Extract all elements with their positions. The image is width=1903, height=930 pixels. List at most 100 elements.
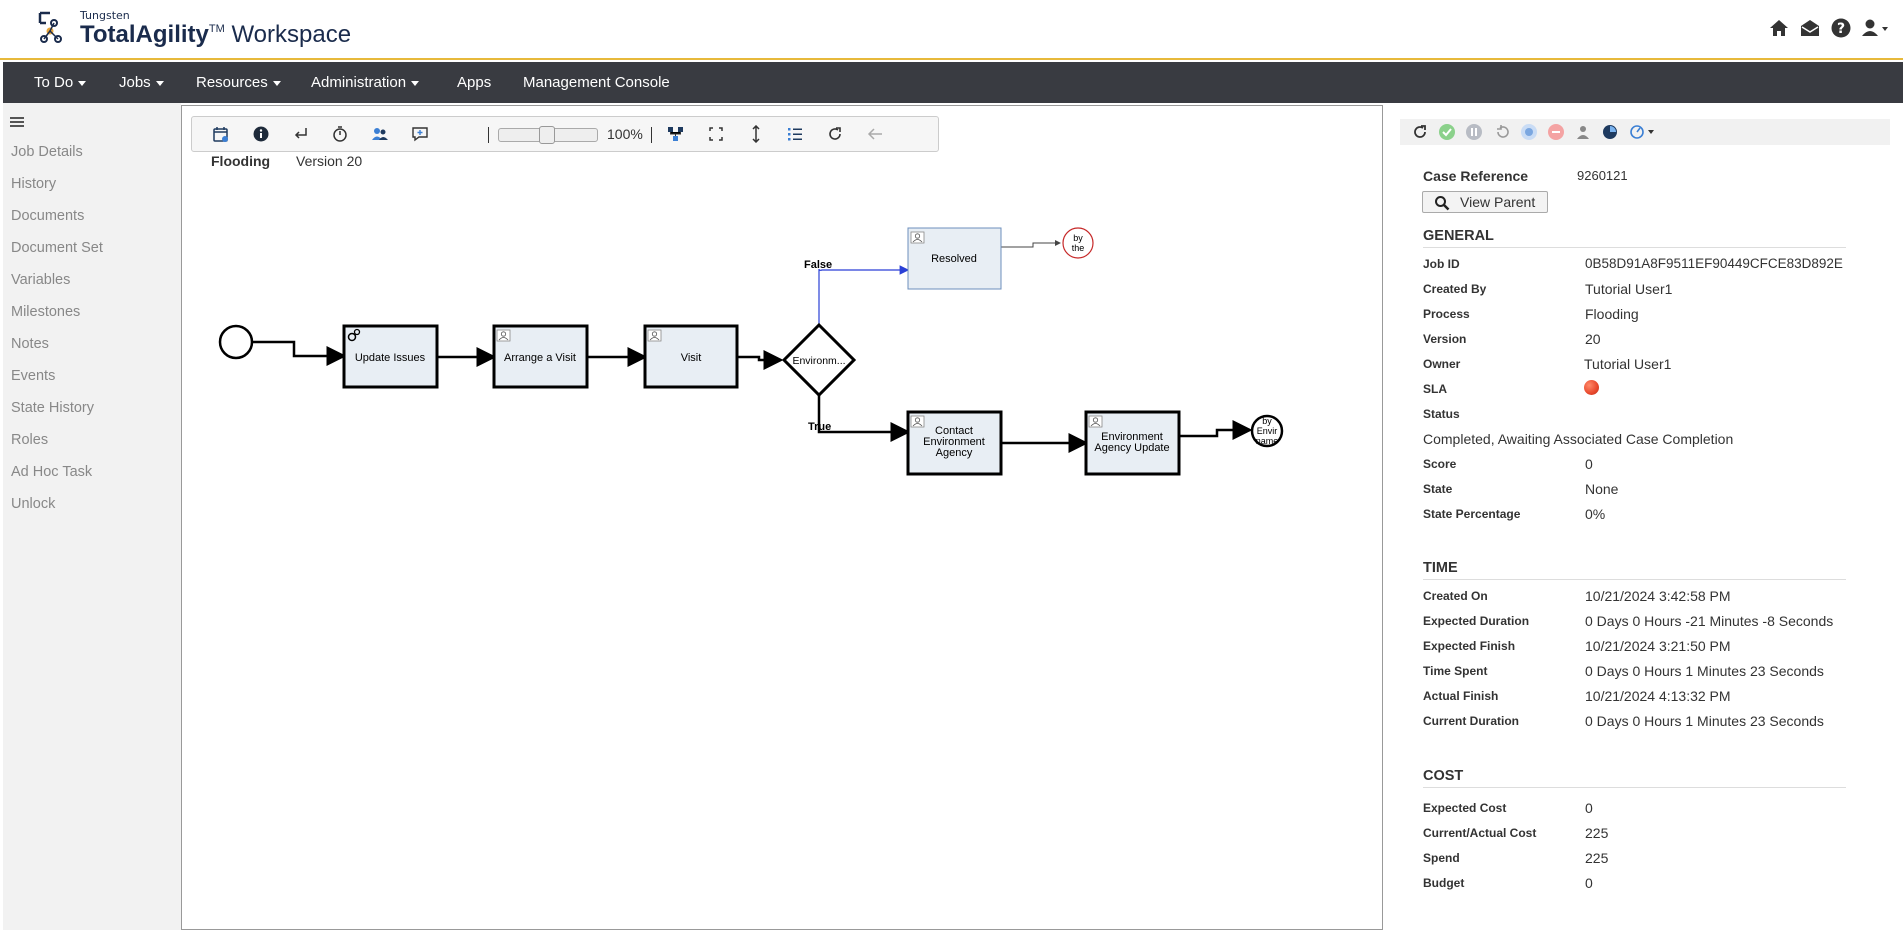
activity-label: Resolved — [931, 253, 977, 265]
end-event-environment-agency[interactable]: by Envir name — [1250, 414, 1284, 448]
more-actions-icon[interactable] — [1629, 124, 1659, 140]
pause-icon[interactable] — [1466, 124, 1482, 140]
logo-tm: TM — [208, 23, 225, 35]
section-divider — [1423, 579, 1846, 580]
case-reference-label: Case Reference — [1423, 168, 1529, 184]
sidebar-item-job-details[interactable]: Job Details — [11, 144, 83, 160]
chevron-down-icon — [272, 80, 281, 86]
sla-status-indicator — [1584, 380, 1599, 395]
sidebar-item-document-set[interactable]: Document Set — [11, 240, 103, 256]
gateway-label: Environm... — [792, 355, 845, 367]
activity-label: Environment — [923, 436, 985, 448]
activity-environment-agency-update[interactable]: Environment Agency Update — [1084, 410, 1181, 476]
nav-apps[interactable]: Apps — [457, 74, 492, 91]
cancel-icon[interactable] — [1548, 124, 1564, 140]
sidebar-item-history[interactable]: History — [11, 176, 57, 192]
activity-update-issues[interactable]: Update Issues — [342, 324, 439, 389]
decision-gateway[interactable]: Environm... — [781, 322, 857, 398]
activity-label: Contact — [935, 425, 973, 437]
expected-cost-label: Expected Cost — [1423, 801, 1507, 815]
time-spent-value: 0 Days 0 Hours 1 Minutes 23 Seconds — [1585, 663, 1824, 679]
sidebar-item-unlock[interactable]: Unlock — [11, 496, 56, 512]
activity-label: Visit — [681, 352, 702, 364]
activity-contact-environment-agency[interactable]: Contact Environment Agency — [906, 410, 1003, 476]
job-id-value: 0B58D91A8F9511EF90449CFCE83D892E — [1585, 256, 1843, 271]
refresh-icon[interactable] — [1412, 124, 1428, 140]
undo-icon[interactable] — [1494, 124, 1510, 140]
list-icon[interactable] — [786, 125, 804, 143]
section-divider — [1423, 247, 1846, 248]
state-label: State — [1423, 482, 1453, 496]
sidebar-item-roles[interactable]: Roles — [11, 432, 49, 448]
activity-visit[interactable]: Visit — [643, 324, 739, 389]
toolbar-divider — [651, 127, 652, 143]
help-icon[interactable]: ? — [1831, 18, 1851, 38]
actual-finish-value: 10/21/2024 4:13:32 PM — [1585, 688, 1731, 704]
sidebar-item-variables[interactable]: Variables — [11, 272, 71, 288]
user-task-icon — [1088, 415, 1103, 428]
sidebar-item-notes[interactable]: Notes — [11, 336, 49, 352]
cost-section-title: COST — [1423, 768, 1464, 784]
complete-icon[interactable] — [1439, 124, 1455, 140]
created-on-label: Created On — [1423, 589, 1488, 603]
state-value: None — [1585, 481, 1619, 497]
zoom-slider-handle[interactable] — [539, 126, 555, 144]
zoom-slider[interactable] — [498, 126, 598, 144]
timer-icon[interactable] — [331, 125, 349, 143]
chevron-down-icon — [78, 80, 87, 86]
end-label-line1: by — [1073, 233, 1083, 243]
nav-administration-label: Administration — [311, 74, 407, 91]
search-icon — [1435, 196, 1450, 211]
logo-brand: TotalAgility — [80, 21, 209, 48]
nav-administration[interactable]: Administration — [311, 74, 420, 91]
fullscreen-icon[interactable] — [707, 125, 725, 143]
user-task-icon — [647, 329, 662, 342]
end-label-line1: by — [1262, 416, 1272, 426]
vertical-resize-icon[interactable] — [747, 125, 765, 143]
hamburger-menu-icon[interactable] — [10, 117, 24, 129]
budget-label: Budget — [1423, 876, 1465, 890]
return-icon[interactable] — [292, 125, 310, 143]
sidebar-item-documents[interactable]: Documents — [11, 208, 85, 224]
view-parent-button[interactable]: View Parent — [1422, 191, 1548, 213]
activity-resolved[interactable]: Resolved — [907, 227, 1002, 290]
nav-resources-label: Resources — [196, 74, 268, 91]
status-circle-icon[interactable] — [1521, 124, 1537, 140]
start-event[interactable] — [218, 324, 254, 360]
assign-user-icon[interactable] — [1575, 124, 1591, 140]
info-icon[interactable] — [252, 125, 270, 143]
refresh-icon[interactable] — [826, 125, 844, 143]
sidebar: Job Details History Documents Document S… — [3, 103, 181, 930]
app-header: Tungsten TotalAgilityTM Workspace ? — [0, 0, 1903, 60]
end-event-resolved[interactable]: by the — [1062, 227, 1094, 259]
budget-value: 0 — [1585, 875, 1593, 891]
sidebar-item-milestones[interactable]: Milestones — [11, 304, 81, 320]
mail-icon[interactable] — [1799, 18, 1821, 38]
nav-jobs[interactable]: Jobs — [119, 74, 164, 91]
nav-management-console[interactable]: Management Console — [523, 74, 670, 91]
user-icon[interactable] — [1861, 18, 1889, 38]
process-map-panel: 100% Flooding Version 20 — [181, 105, 1383, 930]
users-icon[interactable] — [371, 125, 389, 143]
comment-icon[interactable] — [411, 125, 429, 143]
spend-value: 225 — [1585, 850, 1609, 866]
job-id-label: Job ID — [1423, 257, 1460, 271]
sidebar-item-events[interactable]: Events — [11, 368, 56, 384]
nav-resources[interactable]: Resources — [196, 74, 281, 91]
activity-arrange-visit[interactable]: Arrange a Visit — [492, 324, 589, 389]
sidebar-item-state-history[interactable]: State History — [11, 400, 94, 416]
process-version: Version 20 — [296, 153, 363, 169]
svg-text:?: ? — [1837, 21, 1845, 37]
back-arrow-icon[interactable] — [866, 125, 884, 143]
priority-icon[interactable] — [1602, 124, 1618, 140]
sidebar-item-ad-hoc-task[interactable]: Ad Hoc Task — [11, 464, 93, 480]
activity-label: Update Issues — [355, 352, 426, 364]
home-icon[interactable] — [1769, 18, 1789, 38]
nav-todo[interactable]: To Do — [34, 74, 87, 91]
calendar-icon[interactable] — [212, 125, 230, 143]
created-on-value: 10/21/2024 3:42:58 PM — [1585, 588, 1731, 604]
actual-finish-label: Actual Finish — [1423, 689, 1499, 703]
tree-icon[interactable] — [667, 125, 685, 143]
version-label: Version — [1423, 332, 1467, 346]
process-label: Process — [1423, 307, 1470, 321]
